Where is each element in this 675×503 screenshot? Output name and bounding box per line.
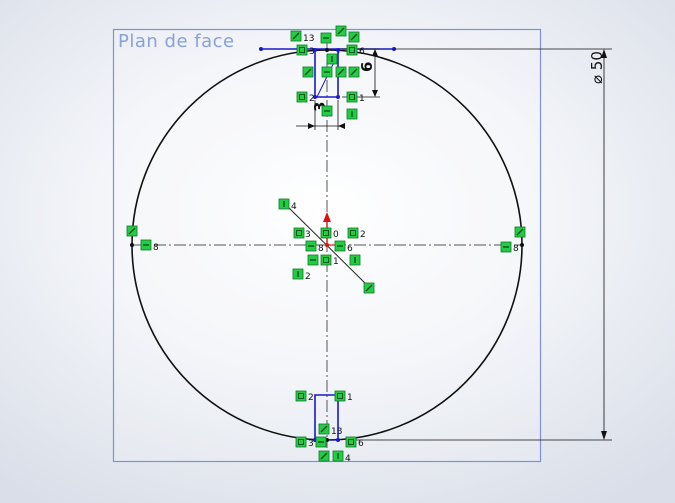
relation-badge[interactable] [326,53,338,65]
relation-badge[interactable]: 8 [305,240,324,254]
relation-label: 2 [360,230,366,240]
diameter-dimension[interactable]: ⌀ 50 [350,48,612,441]
relation-badge[interactable] [348,66,360,78]
relation-badge[interactable]: 4 [278,198,297,212]
relation-label: 8 [513,244,519,254]
relation-badge[interactable] [335,25,347,37]
relation-badge[interactable]: 4 [332,450,351,464]
relation-badge[interactable]: 6 [346,44,365,57]
relation-badge[interactable]: 13 [290,30,314,44]
relation-label: 4 [345,454,351,464]
relation-badge[interactable] [363,282,375,294]
relation-badge[interactable] [320,32,332,44]
relation-label: 2 [308,393,314,403]
relation-label: 1 [359,94,365,104]
relation-badge[interactable]: 1 [334,390,353,403]
relation-badge[interactable]: 3 [295,436,314,449]
relation-label: 3 [309,47,315,57]
relation-badge[interactable] [349,254,361,266]
relation-badge[interactable]: 8 [140,239,159,253]
relation-label: 13 [331,427,342,437]
relation-label: 4 [291,202,297,212]
relation-badge[interactable]: 2 [296,91,315,104]
relation-label: 6 [347,244,353,254]
relation-badge[interactable]: 13 [318,423,342,437]
relation-badge[interactable] [318,450,330,462]
relation-label: 6 [359,47,365,57]
relation-badge[interactable] [302,66,314,78]
relation-label: 6 [358,439,364,449]
relation-label: 13 [303,34,314,44]
relation-label: 0 [333,230,339,240]
relation-badge[interactable]: 1 [346,91,365,104]
relation-badge[interactable]: 6 [334,240,353,254]
relation-badge[interactable] [126,225,138,237]
relation-label: 8 [318,244,324,254]
relation-badge[interactable] [514,226,526,238]
relation-badge[interactable]: 3 [296,44,315,57]
diameter-dimension-text[interactable]: ⌀ 50 [588,51,606,84]
relation-badge[interactable] [346,108,358,120]
relation-badge[interactable] [321,66,333,78]
relation-badge[interactable] [307,254,319,266]
relation-badge[interactable] [321,105,333,117]
relation-badge[interactable]: 2 [295,390,314,403]
bottom-slot[interactable] [314,394,339,440]
relation-badge[interactable]: 2 [347,227,366,240]
relation-badge[interactable] [315,436,327,448]
relation-badge[interactable] [335,66,347,78]
relation-badge[interactable]: 2 [292,268,311,282]
height-dimension-text[interactable]: 6 [358,62,376,72]
relation-label: 8 [153,243,159,253]
relation-badge[interactable]: 3 [293,227,311,240]
relation-badge[interactable] [348,31,360,43]
relation-badge[interactable]: 6 [345,436,364,449]
relation-label: 2 [305,272,311,282]
relation-label: 3 [308,439,314,449]
relation-badge[interactable]: 0 [320,227,339,240]
width-dimension-text[interactable]: 3 [311,102,329,112]
relation-label: 3 [305,230,311,240]
relation-badge[interactable]: 1 [320,254,339,267]
width-dimension[interactable]: 3 [296,100,345,130]
plane-label[interactable]: Plan de face [118,31,235,52]
relation-label: 2 [309,94,315,104]
relation-label: 1 [347,393,353,403]
relation-label: 1 [333,257,339,267]
relation-badge[interactable]: 8 [500,241,519,254]
